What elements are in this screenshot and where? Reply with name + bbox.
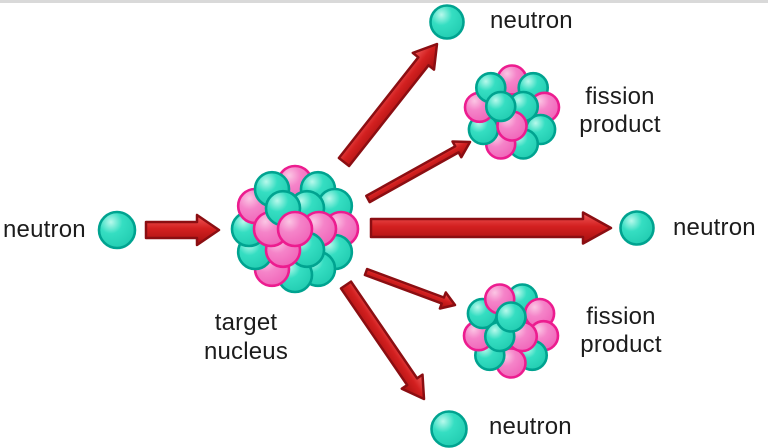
neutron-top-sphere [429,4,465,40]
bottom-rule [0,0,768,3]
arrow-to-neutron-top [337,42,439,168]
neutron-sphere [495,301,527,333]
arrow-to-fission-bottom [363,267,457,310]
neutron-right-sphere [619,210,655,246]
neutron-bottom-sphere [430,410,468,448]
arrow-input [144,213,221,247]
incoming-neutron-sphere [97,210,137,250]
fission-product-top-label-line1: fission [585,83,655,110]
target-nucleus-cluster [230,164,360,294]
fission-product-bottom-cluster [462,283,560,379]
fission-product-bottom-label-line2: product [580,331,662,358]
arrow-to-fission-top [365,140,472,204]
target-nucleus-label-line2: nucleus [203,338,289,365]
target-nucleus-label: target nucleus [204,308,288,366]
neutron-right-label: neutron [673,214,756,241]
arrow-to-neutron-bottom [339,280,426,401]
fission-product-bottom-label-line1: fission [586,303,656,330]
target-nucleus-label-line1: target [214,309,278,336]
neutron-top-label: neutron [490,7,573,34]
arrow-to-neutron-right [369,211,613,245]
fission-product-top-label: fission product [579,83,660,139]
neutron-bottom-label: neutron [489,413,572,440]
fission-product-bottom-label: fission product [580,303,661,359]
proton-sphere [276,210,314,248]
neutron-sphere [484,90,517,123]
incoming-neutron-label: neutron [3,216,86,243]
fission-product-top-cluster [463,64,561,160]
fission-product-top-label-line2: product [579,111,661,138]
